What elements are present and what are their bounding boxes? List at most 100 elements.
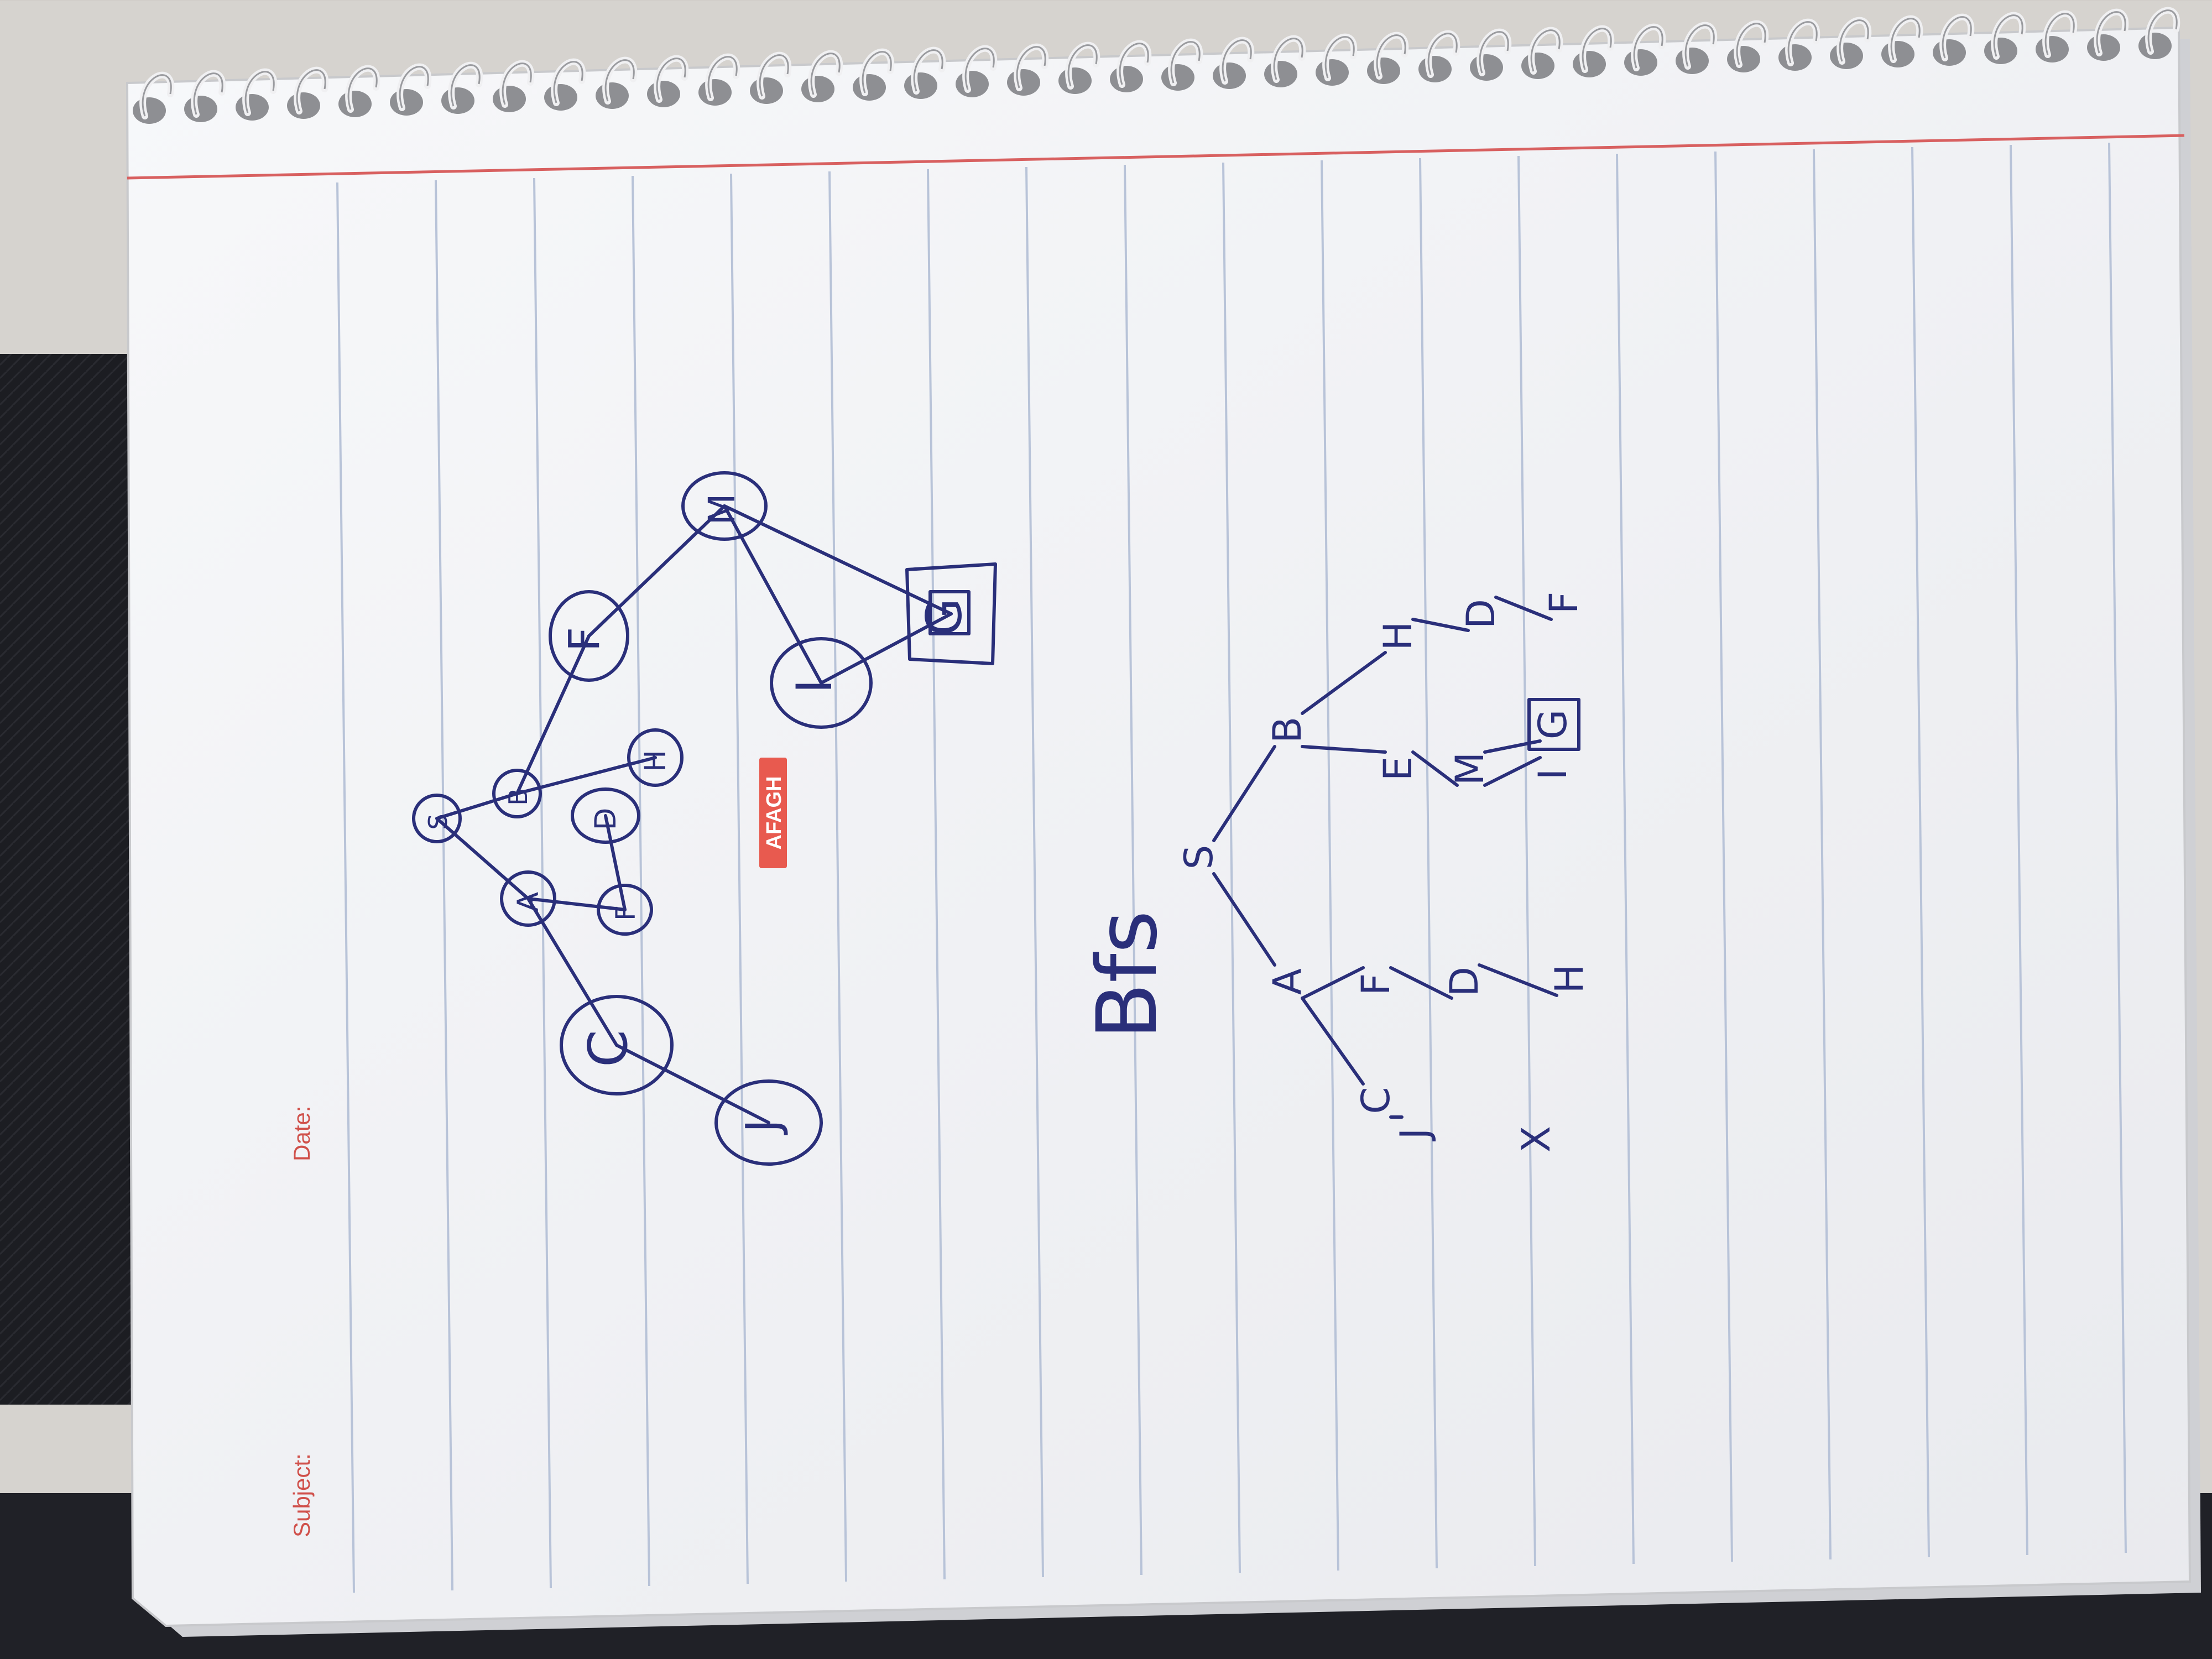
rule-line	[828, 171, 847, 1582]
spiral-ring-edge	[1787, 21, 1818, 64]
graph-node-label: H	[639, 750, 672, 772]
spiral-hole	[1676, 48, 1709, 74]
rule-line	[1714, 151, 1733, 1562]
brand-logo-text: AFAGH	[763, 776, 786, 850]
spiral-ring-edge	[1427, 33, 1458, 75]
date-label: Date:	[289, 1106, 315, 1161]
spiral-hole	[853, 74, 886, 101]
graph-edge	[587, 504, 726, 638]
spiral-ring-edge	[450, 64, 481, 107]
bfs-edge	[1389, 966, 1453, 1000]
graph-node: F	[597, 884, 653, 936]
spiral-ring-edge	[1684, 24, 1715, 67]
spiral-hole	[1367, 58, 1400, 84]
spiral-ring-edge	[1633, 26, 1663, 69]
bfs-edge	[1301, 966, 1365, 1000]
rule-line	[1813, 149, 1832, 1560]
notebook-page	[126, 26, 2201, 1637]
spiral-hole	[287, 92, 320, 119]
spiral-ring-edge	[1530, 29, 1561, 72]
graph-node: S	[412, 794, 462, 843]
graph-edge	[435, 817, 530, 900]
spiral-ring-edge	[142, 74, 172, 117]
graph-node-circle	[560, 995, 674, 1095]
spiral-hole	[1881, 41, 1914, 67]
spiral-hole	[1727, 46, 1760, 72]
margin-line	[127, 134, 2185, 180]
spiral-hole	[493, 86, 526, 112]
bfs-node-label: S	[1176, 845, 1222, 869]
spiral-hole	[904, 72, 937, 99]
graph-edge	[435, 792, 519, 820]
spiral-hole	[236, 94, 269, 121]
spiral-hole	[750, 77, 783, 104]
graph-edge	[515, 634, 591, 795]
spiral-hole	[2036, 36, 2069, 62]
spiral-ring-edge	[1993, 14, 2023, 57]
spiral-ring-edge	[913, 49, 943, 92]
bfs-edge	[1212, 872, 1276, 967]
graph-node-circle	[549, 590, 629, 682]
bfs-node-label: D	[1458, 599, 1504, 629]
spiral-hole	[441, 87, 474, 114]
spiral-ring-edge	[759, 54, 789, 97]
brand-logo: AFAGH	[759, 758, 787, 868]
graph-node-label: B	[503, 788, 533, 806]
spiral-hole	[1213, 62, 1246, 89]
spiral-hole	[1573, 51, 1606, 77]
spiral-ring-edge	[1170, 41, 1201, 84]
graph-node-inner-box	[928, 590, 971, 635]
rule-line	[435, 180, 453, 1591]
spiral-ring-edge	[399, 66, 429, 108]
graph-node-box	[905, 562, 997, 665]
bfs-title: Bfs	[1079, 910, 1176, 1040]
rule-line	[1124, 164, 1142, 1575]
graph-node-circle	[681, 471, 768, 541]
spiral-hole	[801, 76, 834, 102]
spiral-hole	[698, 79, 732, 106]
bfs-edge	[1301, 745, 1387, 754]
rule-line	[1321, 160, 1339, 1571]
graph-node-label: F	[611, 905, 641, 921]
graph-node: I	[770, 637, 873, 729]
rule-line	[1222, 162, 1241, 1573]
bfs-node-label: H	[1547, 964, 1592, 994]
spiral-hole	[1418, 56, 1452, 82]
graph-node-circle	[714, 1079, 823, 1166]
graph-node: D	[571, 787, 640, 844]
spiral-ring-edge	[296, 69, 326, 112]
spiral-ring-edge	[1582, 28, 1612, 70]
bfs-edge	[1212, 745, 1276, 842]
bfs-node-label: D	[1442, 967, 1487, 997]
spiral-hole	[1624, 49, 1657, 76]
rule-line	[1517, 155, 1536, 1567]
spiral-hole	[1316, 59, 1349, 86]
graph-node-circle	[770, 637, 873, 729]
spiral-ring-edge	[1222, 39, 1252, 82]
spiral-hole	[1007, 69, 1040, 96]
bfs-node-label: X	[1514, 1126, 1559, 1152]
spiral-hole	[544, 84, 577, 111]
graph-node: J	[714, 1079, 823, 1166]
spiral-hole	[133, 97, 166, 124]
rule-line	[1911, 147, 1930, 1558]
spiral-hole	[2138, 33, 2172, 59]
bfs-node-label: F	[1353, 973, 1399, 995]
bfs-node-label: F	[1541, 592, 1587, 614]
rule-line	[1616, 153, 1635, 1564]
spiral-ring-edge	[1273, 38, 1303, 80]
bfs-edge	[1483, 756, 1542, 787]
graph-edge	[526, 897, 627, 911]
rule-line	[533, 178, 552, 1589]
spiral-ring-edge	[1324, 36, 1355, 79]
spiral-hole	[1110, 66, 1143, 92]
rule-line	[632, 175, 650, 1587]
bfs-node-label: M	[1447, 752, 1493, 785]
rule-line	[927, 169, 946, 1580]
spiral-ring-edge	[193, 72, 223, 115]
graph-node-circle	[627, 728, 684, 787]
spiral-hole	[338, 91, 372, 117]
graph-edge	[526, 897, 618, 1047]
graph-edge	[604, 814, 627, 911]
spiral-ring-edge	[1016, 46, 1046, 88]
